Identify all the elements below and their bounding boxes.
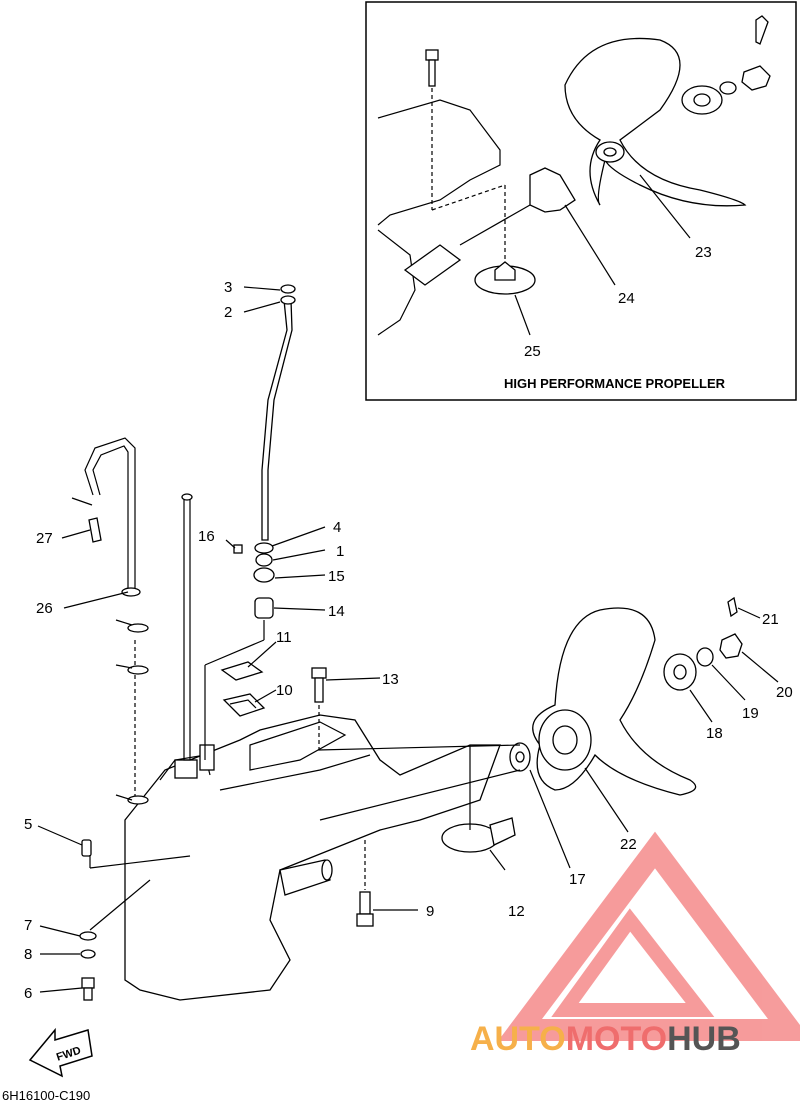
svg-text:AUTOMOTOHUB: AUTOMOTOHUB <box>470 1020 741 1058</box>
callout-5: 5 <box>24 816 32 833</box>
seal-parts <box>220 661 266 717</box>
callout-1: 1 <box>336 543 344 560</box>
watermark-hub: HUB <box>667 1020 741 1058</box>
callout-26: 26 <box>36 600 53 617</box>
callout-12: 12 <box>508 903 525 920</box>
propeller <box>532 607 697 796</box>
shift-rod <box>181 493 193 761</box>
bolts <box>311 667 374 927</box>
inset-panel: HIGH PERFORMANCE PROPELLER <box>365 1 797 401</box>
callout-18: 18 <box>706 725 723 742</box>
forward-arrow-icon: FWD <box>28 1027 93 1078</box>
water-tube <box>261 284 296 541</box>
watermark-auto: AUTO <box>470 1020 566 1058</box>
assembly-lines <box>317 744 521 830</box>
lower-unit-housing <box>124 714 501 1001</box>
watermark-text: AUTOMOTOHUB <box>470 1020 741 1058</box>
callout-3: 3 <box>224 279 232 296</box>
drawing-code: 6H16100-C190 <box>2 1088 90 1102</box>
callout-16: 16 <box>198 528 215 545</box>
callout-25: 25 <box>524 343 541 360</box>
callout-20: 20 <box>776 684 793 701</box>
callout-leaders <box>37 286 779 993</box>
callout-21: 21 <box>762 611 779 628</box>
callout-10: 10 <box>276 682 293 699</box>
callout-7: 7 <box>24 917 32 934</box>
callout-15: 15 <box>328 568 345 585</box>
callout-19: 19 <box>742 705 759 722</box>
callout-17: 17 <box>569 871 586 888</box>
callout-labels: 1 2 3 4 5 6 7 8 9 10 11 12 13 14 15 16 1… <box>24 244 793 1002</box>
callout-11: 11 <box>276 629 292 646</box>
callout-6: 6 <box>24 985 32 1002</box>
callout-9: 9 <box>426 903 434 920</box>
tube-fittings <box>204 542 275 760</box>
callout-2: 2 <box>224 304 232 321</box>
callout-24: 24 <box>618 290 635 307</box>
watermark-logo <box>498 831 800 1041</box>
callout-14: 14 <box>328 603 345 620</box>
drain-parts <box>79 839 191 1001</box>
propeller-hardware <box>441 596 743 853</box>
inset-title: HIGH PERFORMANCE PROPELLER <box>504 376 726 391</box>
callout-22: 22 <box>620 836 637 853</box>
flush-hose <box>71 437 149 805</box>
callout-27: 27 <box>36 530 53 547</box>
callout-4: 4 <box>333 519 341 536</box>
callout-23: 23 <box>695 244 712 261</box>
callout-13: 13 <box>382 671 399 688</box>
watermark-moto: MOTO <box>566 1020 667 1058</box>
callout-8: 8 <box>24 946 32 963</box>
